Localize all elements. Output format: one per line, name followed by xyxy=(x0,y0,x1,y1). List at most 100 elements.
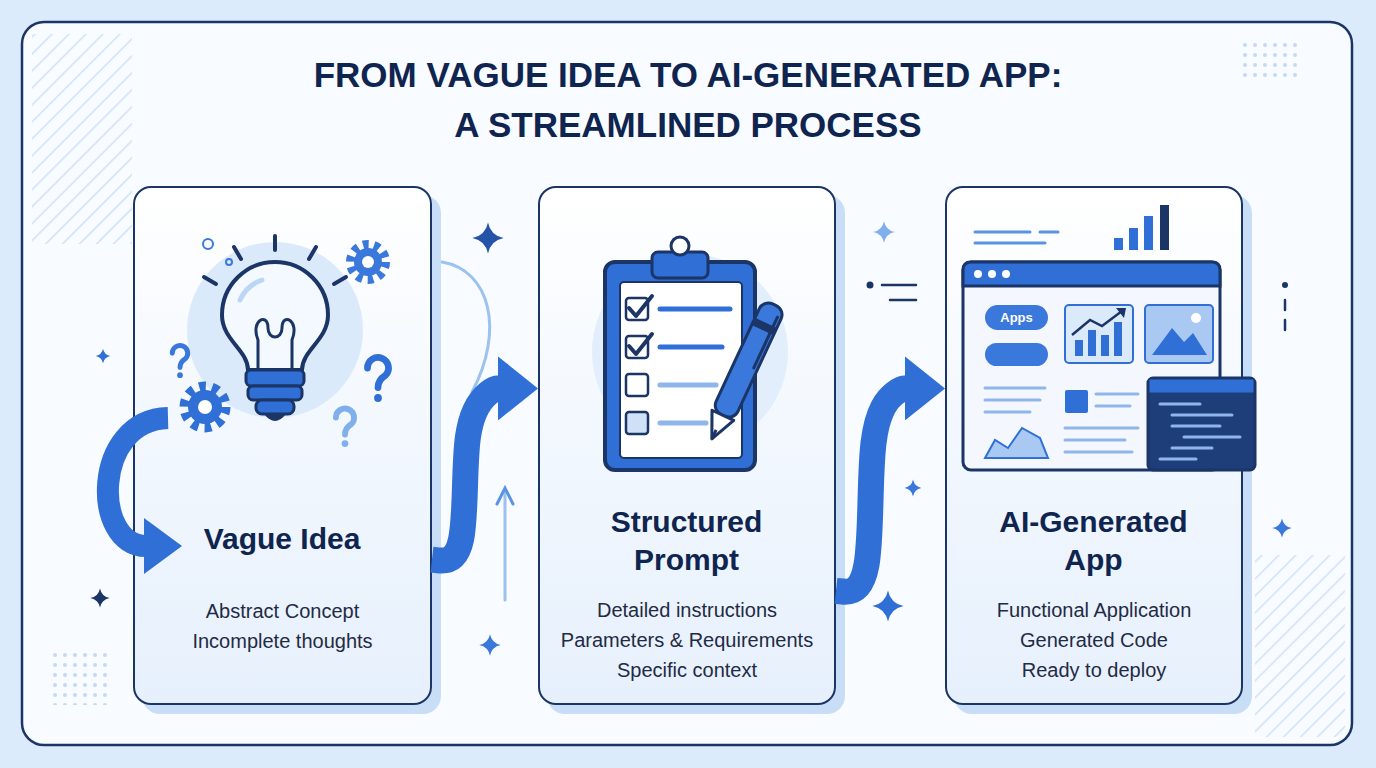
browser-window-icon xyxy=(1065,439,1125,442)
gear-icon xyxy=(226,259,232,265)
bar-chart-icon xyxy=(975,205,1169,250)
sparkle xyxy=(1272,518,1291,537)
browser-window-icon xyxy=(985,428,1048,458)
process-card: Structured PromptDetailed instructionsPa… xyxy=(538,186,836,705)
browser-window-icon xyxy=(1184,436,1240,439)
lightbulb-icon xyxy=(234,247,241,259)
sparkle xyxy=(905,480,922,497)
card-body-line: Incomplete thoughts xyxy=(135,626,430,656)
flow-arrow xyxy=(836,388,905,591)
gear-icon xyxy=(188,390,222,424)
bar-chart-icon xyxy=(975,232,1058,243)
browser-window-icon xyxy=(1065,390,1088,413)
lightbulb-icon xyxy=(240,280,262,300)
browser-window-icon xyxy=(985,343,1048,366)
browser-window-icon xyxy=(1002,270,1010,278)
lightbulb-icon xyxy=(273,236,277,250)
card-body-line: Detailed instructions xyxy=(540,595,834,625)
clipboard-icon xyxy=(626,412,648,434)
question-mark-icon xyxy=(172,346,187,368)
browser-window-icon xyxy=(1145,305,1213,363)
sparkle xyxy=(96,349,110,363)
gear-icon xyxy=(198,400,212,414)
decor-lines xyxy=(1284,300,1287,310)
card-heading: Vague Idea xyxy=(152,520,412,558)
browser-window-icon xyxy=(963,262,1220,286)
bar-chart-icon xyxy=(975,231,1030,234)
gear-icon xyxy=(185,387,225,427)
browser-window-icon xyxy=(985,388,1138,452)
lightbulb-icon xyxy=(222,262,328,370)
thin-flow-curve xyxy=(442,262,513,600)
browser-window-icon xyxy=(1160,403,1200,406)
browser-window-icon xyxy=(985,411,1030,414)
lightbulb-icon xyxy=(334,277,346,284)
browser-window-icon xyxy=(985,399,1040,402)
browser-window-icon xyxy=(1160,404,1240,459)
clipboard-icon xyxy=(660,345,722,350)
flow-arrow xyxy=(432,388,498,560)
clipboard-icon xyxy=(671,237,689,255)
lightbulb-icon xyxy=(264,414,286,421)
process-card: AI-Generated AppFunctional ApplicationGe… xyxy=(945,186,1243,705)
decor-lines xyxy=(1284,320,1287,330)
browser-window-icon xyxy=(1101,335,1109,356)
question-mark-icon xyxy=(368,358,389,402)
browser-window-icon xyxy=(1065,427,1138,430)
pen-icon xyxy=(701,410,734,444)
clipboard-icon xyxy=(626,336,648,358)
browser-window-icon xyxy=(1191,313,1201,323)
pen-icon xyxy=(712,300,785,421)
sparkle xyxy=(479,634,501,656)
thin-flow-curve xyxy=(504,492,507,600)
gear-icon xyxy=(203,239,213,249)
question-mark-icon xyxy=(342,440,349,447)
clipboard-icon xyxy=(605,262,755,470)
pen-icon xyxy=(752,318,777,335)
curl-arrow xyxy=(108,418,182,574)
browser-window-icon xyxy=(974,270,982,278)
card-body-line: Abstract Concept xyxy=(135,596,430,626)
clipboard-icon xyxy=(592,237,788,470)
card-body-line: Ready to deploy xyxy=(947,655,1241,685)
browser-window-icon xyxy=(963,262,1220,470)
pen-icon xyxy=(701,300,785,444)
bar-chart-icon xyxy=(1114,238,1123,250)
gear-icon xyxy=(362,256,374,268)
lightbulb-icon xyxy=(248,386,302,400)
clipboard-icon xyxy=(629,296,652,354)
clipboard-icon xyxy=(652,252,708,278)
app-menu-label: Apps xyxy=(985,305,1048,330)
decor-lines xyxy=(1282,282,1288,288)
browser-window-icon xyxy=(1096,393,1138,396)
dot-grid xyxy=(48,38,1300,705)
lightbulb-icon xyxy=(246,370,304,386)
clipboard-icon xyxy=(620,282,742,458)
clipboard-icon xyxy=(660,421,706,426)
browser-window-icon xyxy=(988,270,996,278)
thin-flow-curve xyxy=(442,262,490,392)
gear-icon xyxy=(354,248,382,276)
clipboard-icon xyxy=(626,298,648,320)
question-mark-icon xyxy=(368,358,389,388)
gear-icon xyxy=(351,245,385,279)
card-body-line: Parameters & Requirements xyxy=(540,625,834,655)
title: FROM VAGUE IDEA TO AI-GENERATED APP: A S… xyxy=(309,50,1068,150)
browser-window-icon xyxy=(1152,328,1207,355)
dot-grid xyxy=(1240,38,1300,80)
lightbulb-icon xyxy=(309,247,316,259)
question-mark-icon xyxy=(374,394,382,402)
question-mark-icon xyxy=(336,409,354,435)
clipboard-icon xyxy=(660,383,716,388)
gear-icon xyxy=(185,239,385,427)
bar-chart-icon xyxy=(975,242,1045,245)
sparkle xyxy=(873,221,895,243)
question-mark-icon xyxy=(177,372,183,378)
browser-window-icon xyxy=(963,262,1255,470)
browser-window-icon xyxy=(1172,414,1232,417)
clipboard-icon xyxy=(592,254,788,450)
lightbulb-icon xyxy=(256,319,294,370)
lightbulb-icon xyxy=(204,277,216,284)
sparkle xyxy=(90,588,109,607)
